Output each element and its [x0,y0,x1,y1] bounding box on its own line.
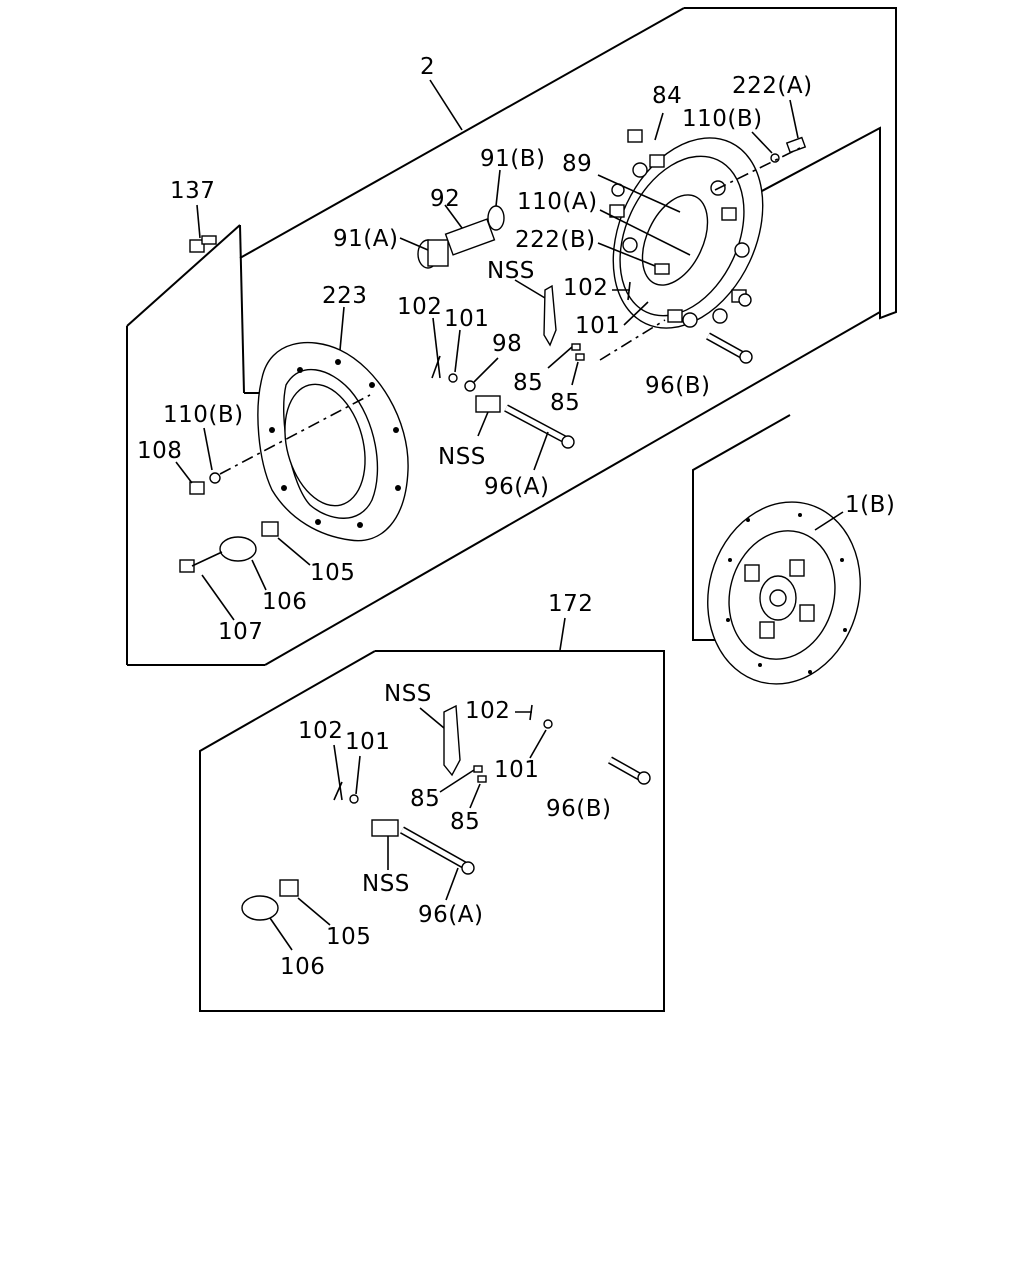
label-92: 92 [430,186,460,212]
label-1b: 1(B) [845,492,895,518]
label-85-a: 85 [513,370,543,396]
label-106-top: 106 [262,589,307,615]
label-108: 108 [137,438,182,464]
callout-labels: 2 137 92 91(B) 91(A) 89 84 222(A) 110(B)… [137,54,895,980]
label-84: 84 [652,83,682,109]
label-102-kit-l: 102 [298,718,343,744]
clutch-disc-1b [707,501,861,685]
label-105-kit: 105 [326,924,371,950]
label-102-mid: 102 [397,294,442,320]
kit-frame-172 [199,617,665,1012]
hardware-main [175,99,807,621]
label-91b: 91(B) [480,146,546,172]
assembly-frame-2 [126,7,897,666]
label-222b: 222(B) [515,227,596,253]
label-101-mid: 101 [444,306,489,332]
label-105-top: 105 [310,560,355,586]
label-222a: 222(A) [732,73,813,99]
label-102-kit-r: 102 [465,698,510,724]
label-107: 107 [218,619,263,645]
label-96b-kit: 96(B) [546,796,612,822]
label-96a-kit: 96(A) [418,902,483,928]
label-85-kit-a: 85 [410,786,440,812]
label-nss-kit1: NSS [384,681,432,707]
label-85-kit-b: 85 [450,809,480,835]
label-98: 98 [492,331,522,357]
label-101-top: 101 [575,313,620,339]
label-96a-top: 96(A) [484,474,549,500]
disc-frame [692,128,881,641]
label-110b-left: 110(B) [163,402,244,428]
label-89: 89 [562,151,592,177]
label-nss-mid: NSS [438,444,486,470]
label-172: 172 [548,591,593,617]
label-137: 137 [170,178,215,204]
clutch-housing-223 [257,306,409,542]
label-91a: 91(A) [333,226,398,252]
label-nss-kit2: NSS [362,871,410,897]
label-110b-top: 110(B) [682,106,763,132]
label-85-b: 85 [550,390,580,416]
label-2: 2 [420,54,435,80]
label-223: 223 [322,283,367,309]
label-101-kit-l: 101 [345,729,390,755]
label-nss-top: NSS [487,258,535,284]
label-101-kit-r: 101 [494,757,539,783]
label-110a: 110(A) [517,189,598,215]
label-106-kit: 106 [280,954,325,980]
label-96b-top: 96(B) [645,373,711,399]
label-102-top: 102 [563,275,608,301]
hardware-kit [241,704,651,951]
